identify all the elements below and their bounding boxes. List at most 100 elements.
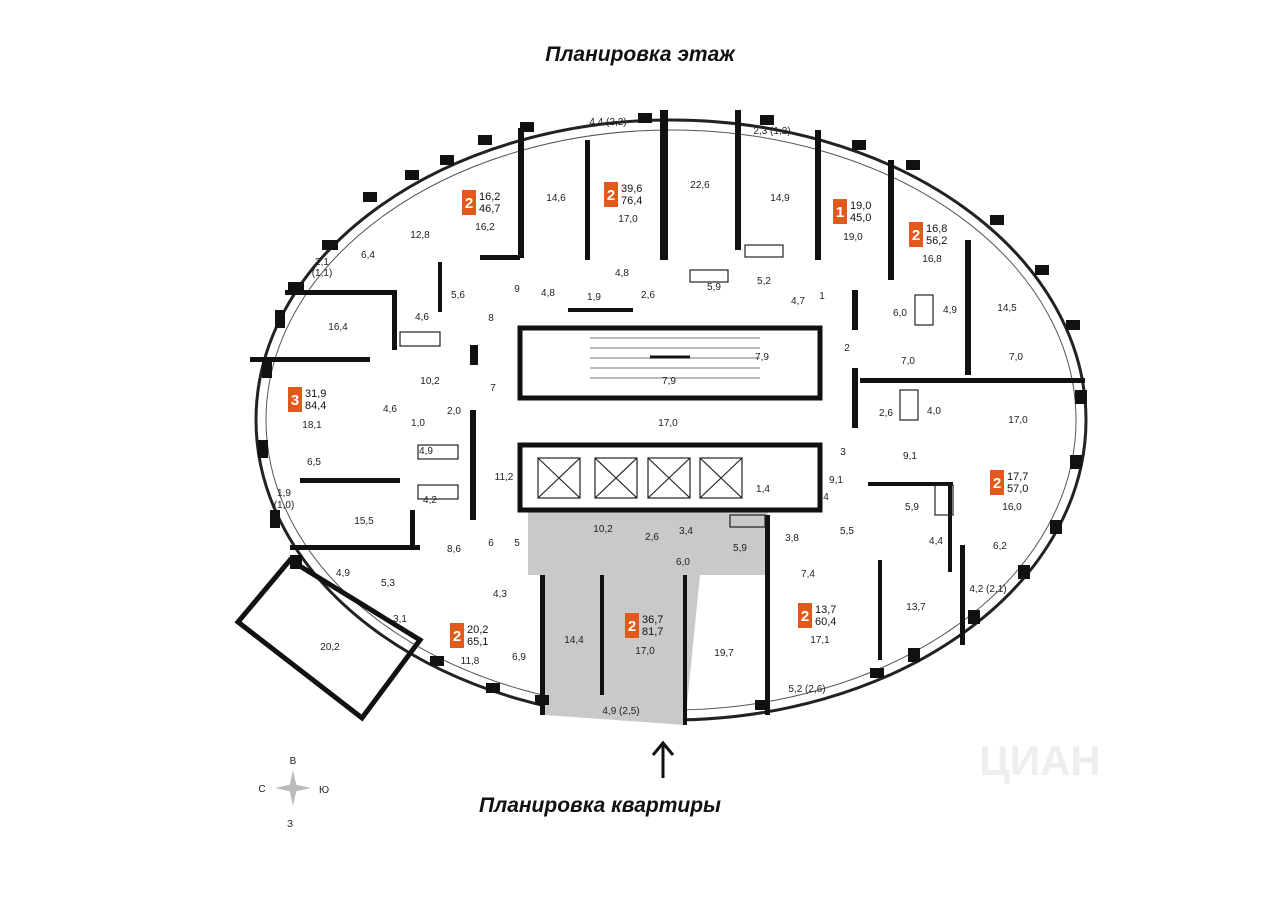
room-label: 6,0 (676, 557, 690, 568)
badge-rooms: 2 (628, 618, 636, 635)
room-label: 8,6 (447, 544, 461, 555)
room-label: 17,0 (658, 418, 678, 429)
apartment-badge-selected[interactable]: 2 36,7 81,7 (625, 613, 663, 638)
room-label: 4,7 (791, 296, 805, 307)
room-label: 6,9 (512, 652, 526, 663)
room-label: 14,4 (564, 635, 584, 646)
badge-total: 57,0 (1007, 483, 1028, 495)
room-labels: 4,4 (2,2) 2,3 (1,2) 16,2 14,6 17,0 22,6 … (274, 117, 1028, 717)
room-label: (1,0) (274, 500, 295, 511)
room-label: 7,0 (1009, 352, 1023, 363)
room-label: 7,9 (755, 352, 769, 363)
stair-marker: 9 (514, 284, 520, 295)
room-label: 4,9 (336, 568, 350, 579)
room-label: 22,6 (690, 180, 710, 191)
room-label: 4,8 (615, 268, 629, 279)
floor-plan-caption: Планировка этаж (545, 43, 735, 66)
badge-total: 60,4 (815, 616, 836, 628)
room-label: 4,9 (419, 446, 433, 457)
badge-living: 19,0 (850, 200, 871, 212)
room-label: 4,2 (2,1) (969, 584, 1006, 595)
stair-marker: 3 (840, 447, 846, 458)
room-label: 3,8 (785, 533, 799, 544)
room-label: 4,8 (541, 288, 555, 299)
compass-rose-icon: В С Ю З (258, 756, 329, 830)
room-label: 7,0 (901, 356, 915, 367)
room-label: 4,4 (2,2) (589, 117, 626, 128)
room-label: 17,0 (635, 646, 655, 657)
room-label: 14,6 (546, 193, 566, 204)
apartment-badge[interactable]: 2 16,2 46,7 (462, 190, 500, 215)
apartment-badge[interactable]: 2 17,7 57,0 (990, 470, 1028, 495)
facade-columns (258, 113, 1087, 710)
badge-total: 45,0 (850, 212, 871, 224)
room-label: 4,0 (927, 406, 941, 417)
apartment-badge[interactable]: 1 19,0 45,0 (833, 199, 871, 224)
selected-apartment-highlight (528, 512, 768, 725)
room-label: 17,1 (810, 635, 830, 646)
room-label: 15,5 (354, 516, 374, 527)
room-label: 1,4 (756, 484, 770, 495)
room-label: 20,2 (320, 642, 340, 653)
apartment-badge[interactable]: 2 13,7 60,4 (798, 603, 836, 628)
badge-rooms: 2 (453, 628, 461, 645)
stair-marker: 1 (819, 291, 825, 302)
compass-north: В (290, 756, 297, 767)
room-label: 13,7 (906, 602, 926, 613)
badge-rooms: 2 (465, 195, 473, 212)
badge-rooms: 1 (836, 204, 844, 221)
room-label: 2,6 (641, 290, 655, 301)
room-label: (1,1) (312, 268, 333, 279)
room-label: 10,2 (420, 376, 440, 387)
room-label: 5,9 (905, 502, 919, 513)
partition-walls (250, 110, 1085, 725)
apartment-plan-caption: Планировка квартиры (479, 794, 721, 817)
badge-total: 65,1 (467, 636, 488, 648)
room-label: 16,2 (475, 222, 495, 233)
room-label: 3,4 (679, 526, 693, 537)
badge-total: 46,7 (479, 203, 500, 215)
stair-marker: 2 (844, 343, 850, 354)
balcony-wing (234, 556, 424, 722)
room-label: 5,3 (381, 578, 395, 589)
room-label: 5,9 (707, 282, 721, 293)
badge-living: 39,6 (621, 183, 642, 195)
room-label: 4,3 (493, 589, 507, 600)
room-label: 5,5 (840, 526, 854, 537)
apartment-badge[interactable]: 2 39,6 76,4 (604, 182, 642, 207)
stair-marker: 7 (490, 383, 496, 394)
room-label: 2,0 (447, 406, 461, 417)
room-label: 7,4 (801, 569, 815, 580)
bathroom-fixtures (399, 244, 954, 528)
badge-living: 17,7 (1007, 471, 1028, 483)
room-label: 5,9 (733, 543, 747, 554)
watermark: ЦИАН (979, 737, 1101, 784)
core-stairwell (517, 325, 823, 401)
room-label: 1,9 (587, 292, 601, 303)
room-label: 14,5 (997, 303, 1017, 314)
room-label: 16,4 (328, 322, 348, 333)
room-label: 16,0 (1002, 502, 1022, 513)
apartment-badge[interactable]: 2 20,2 65,1 (450, 623, 488, 648)
apartment-badge[interactable]: 2 16,8 56,2 (909, 222, 947, 247)
up-arrow-icon (651, 740, 675, 778)
room-label: 12,8 (410, 230, 430, 241)
badge-rooms: 3 (291, 392, 299, 409)
room-label: 2,6 (879, 408, 893, 419)
room-label: 4,4 (929, 536, 943, 547)
apartment-badge[interactable]: 3 31,9 84,4 (288, 387, 326, 412)
compass-east: Ю (319, 785, 329, 796)
stair-marker: 5 (514, 538, 520, 549)
room-label: 2,1 (315, 257, 329, 268)
badge-total: 76,4 (621, 195, 642, 207)
room-label: 10,2 (593, 524, 613, 535)
room-label: 4,2 (423, 495, 437, 506)
badge-living: 16,8 (926, 223, 947, 235)
badge-living: 13,7 (815, 604, 836, 616)
room-label: 4,6 (415, 312, 429, 323)
badge-living: 16,2 (479, 191, 500, 203)
room-label: 6,0 (893, 308, 907, 319)
badge-living: 36,7 (642, 614, 663, 626)
stair-marker: 8 (488, 313, 494, 324)
room-label: 6,5 (307, 457, 321, 468)
